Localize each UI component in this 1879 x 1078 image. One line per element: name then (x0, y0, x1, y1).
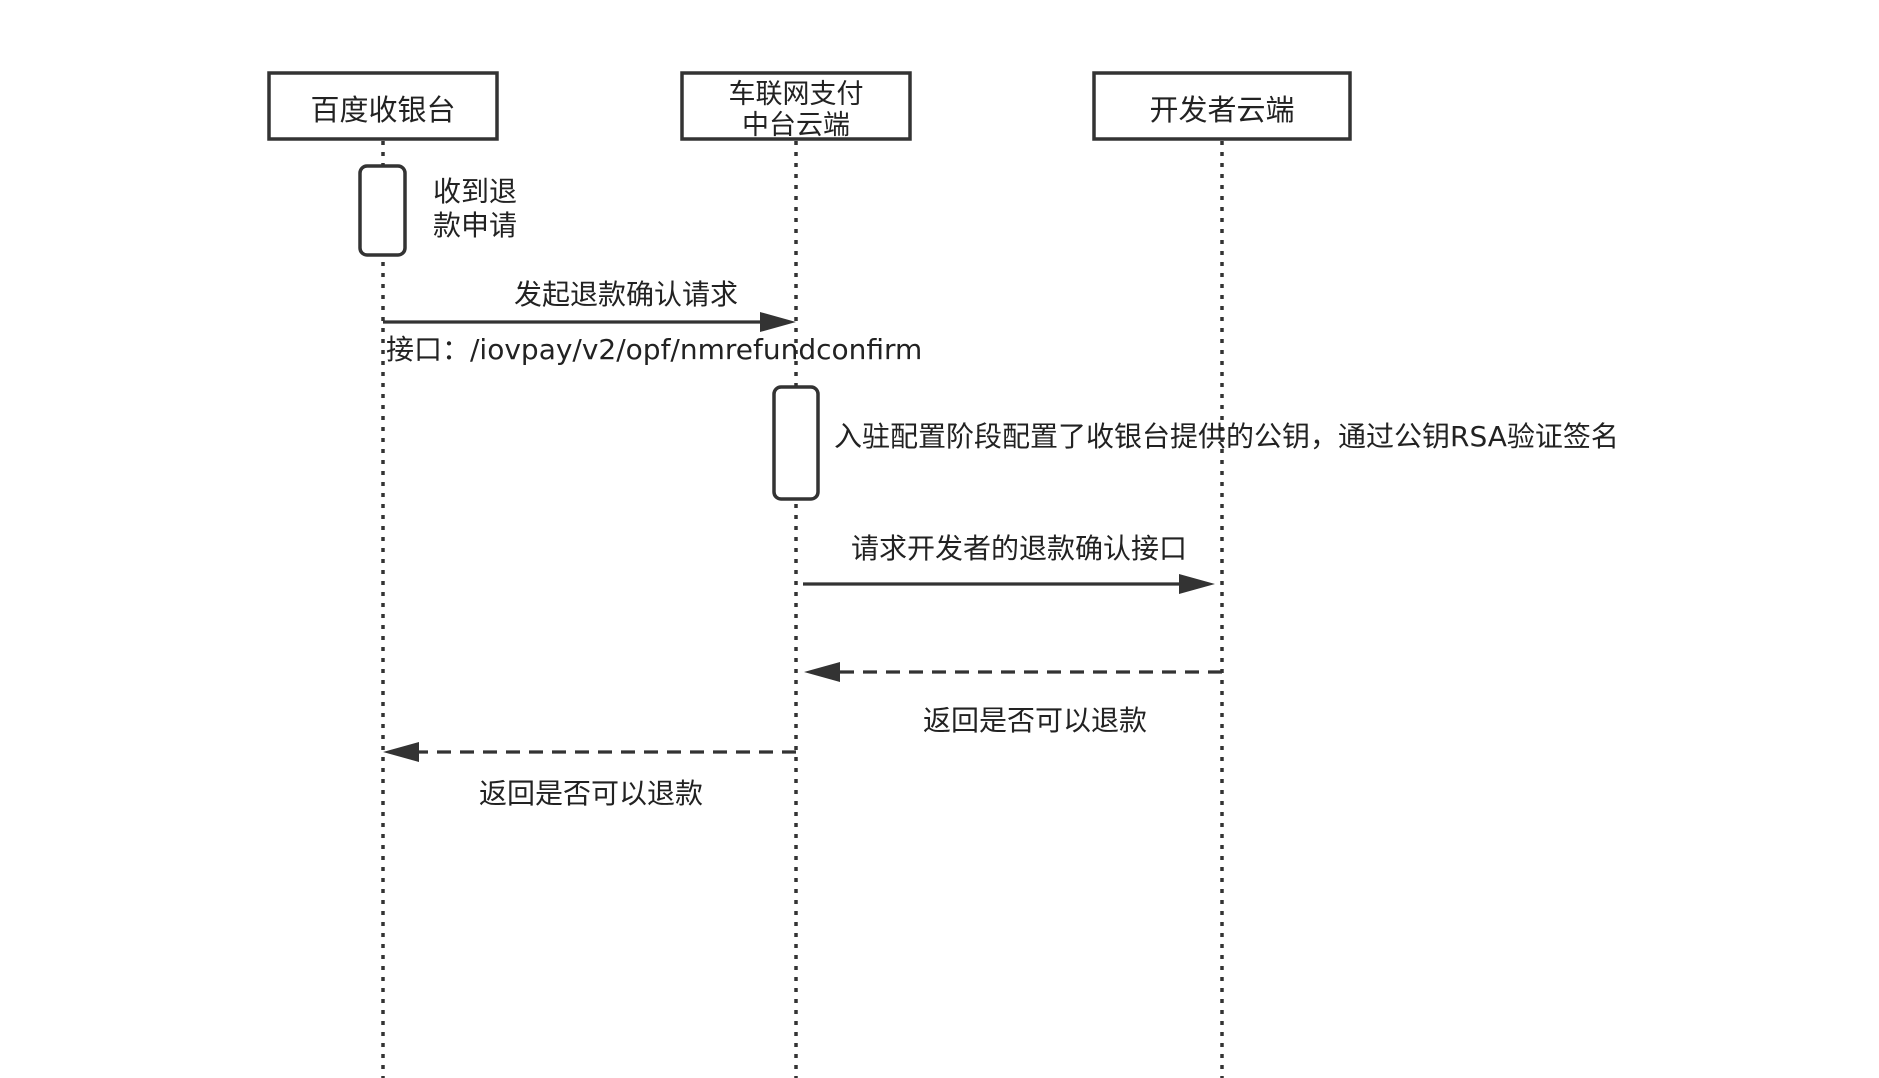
activation-bar (772, 385, 820, 501)
participant-baidu-cashier: 百度收银台 (267, 71, 499, 141)
activation-note-line1: 收到退 (433, 175, 517, 208)
participant-iov-payment-platform: 车联网支付 中台云端 (680, 71, 912, 141)
message-developer-return: 返回是否可以退款 (804, 662, 1222, 737)
message-sublabel: 接口：/iovpay/v2/opf/nmrefundconfirm (386, 333, 922, 366)
participant-label-line2: 中台云端 (742, 110, 850, 141)
participant-label-line1: 车联网支付 (729, 79, 864, 110)
message-platform-return: 返回是否可以退款 (383, 742, 796, 810)
arrowhead-right (1179, 574, 1215, 594)
activation-note: 入驻配置阶段配置了收银台提供的公钥，通过公钥RSA验证签名 (834, 420, 1619, 453)
participant-label: 开发者云端 (1149, 93, 1294, 127)
activation-platform: 入驻配置阶段配置了收银台提供的公钥，通过公钥RSA验证签名 (772, 385, 1619, 501)
participant-box (680, 71, 912, 141)
arrowhead-left (383, 742, 419, 762)
message-label: 返回是否可以退款 (923, 704, 1147, 737)
arrowhead-right (760, 312, 796, 332)
message-label: 请求开发者的退款确认接口 (851, 532, 1187, 565)
message-label: 发起退款确认请求 (514, 278, 738, 311)
participant-box (267, 71, 499, 141)
message-label: 返回是否可以退款 (479, 777, 703, 810)
activation-note-line2: 款申请 (433, 209, 517, 242)
activation-cashier: 收到退 款申请 (358, 164, 517, 257)
message-developer-refund-confirm: 请求开发者的退款确认接口 (803, 532, 1215, 594)
participant-label: 百度收银台 (310, 93, 455, 127)
activation-bar (358, 164, 407, 257)
participant-developer-cloud: 开发者云端 (1092, 71, 1352, 141)
participant-box (1092, 71, 1352, 141)
arrowhead-left (804, 662, 840, 682)
message-refund-confirm-request: 发起退款确认请求 接口：/iovpay/v2/opf/nmrefundconfi… (383, 278, 922, 366)
